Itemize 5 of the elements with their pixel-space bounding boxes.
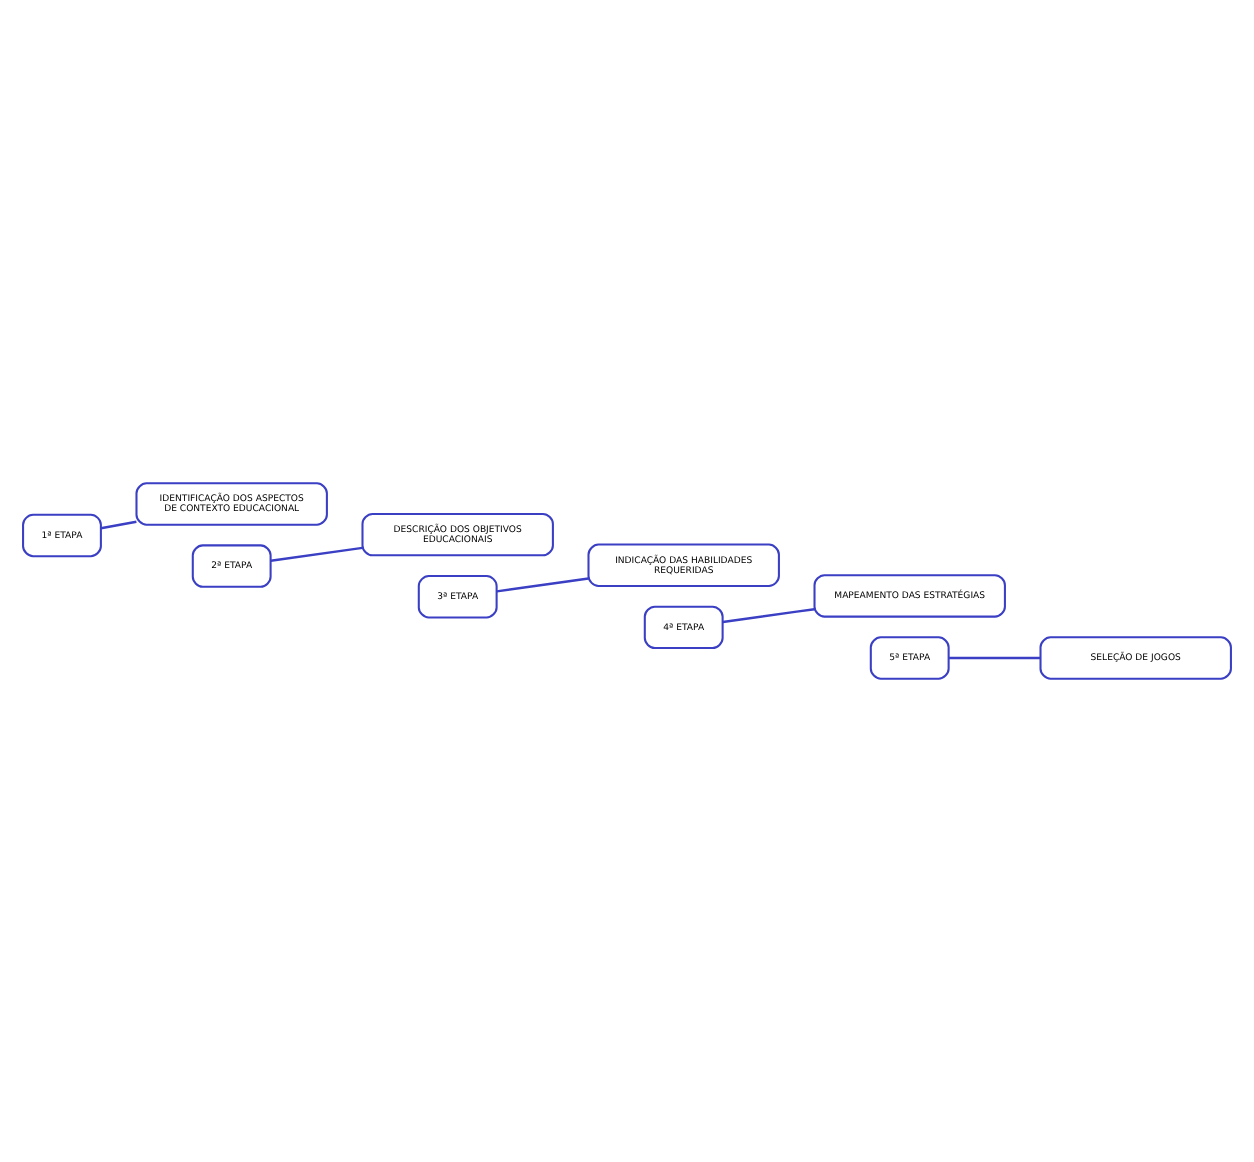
- connector: [100, 520, 137, 530]
- connector: [948, 656, 1041, 660]
- connector: [496, 577, 589, 593]
- connector: [722, 607, 815, 624]
- connector: [270, 546, 363, 562]
